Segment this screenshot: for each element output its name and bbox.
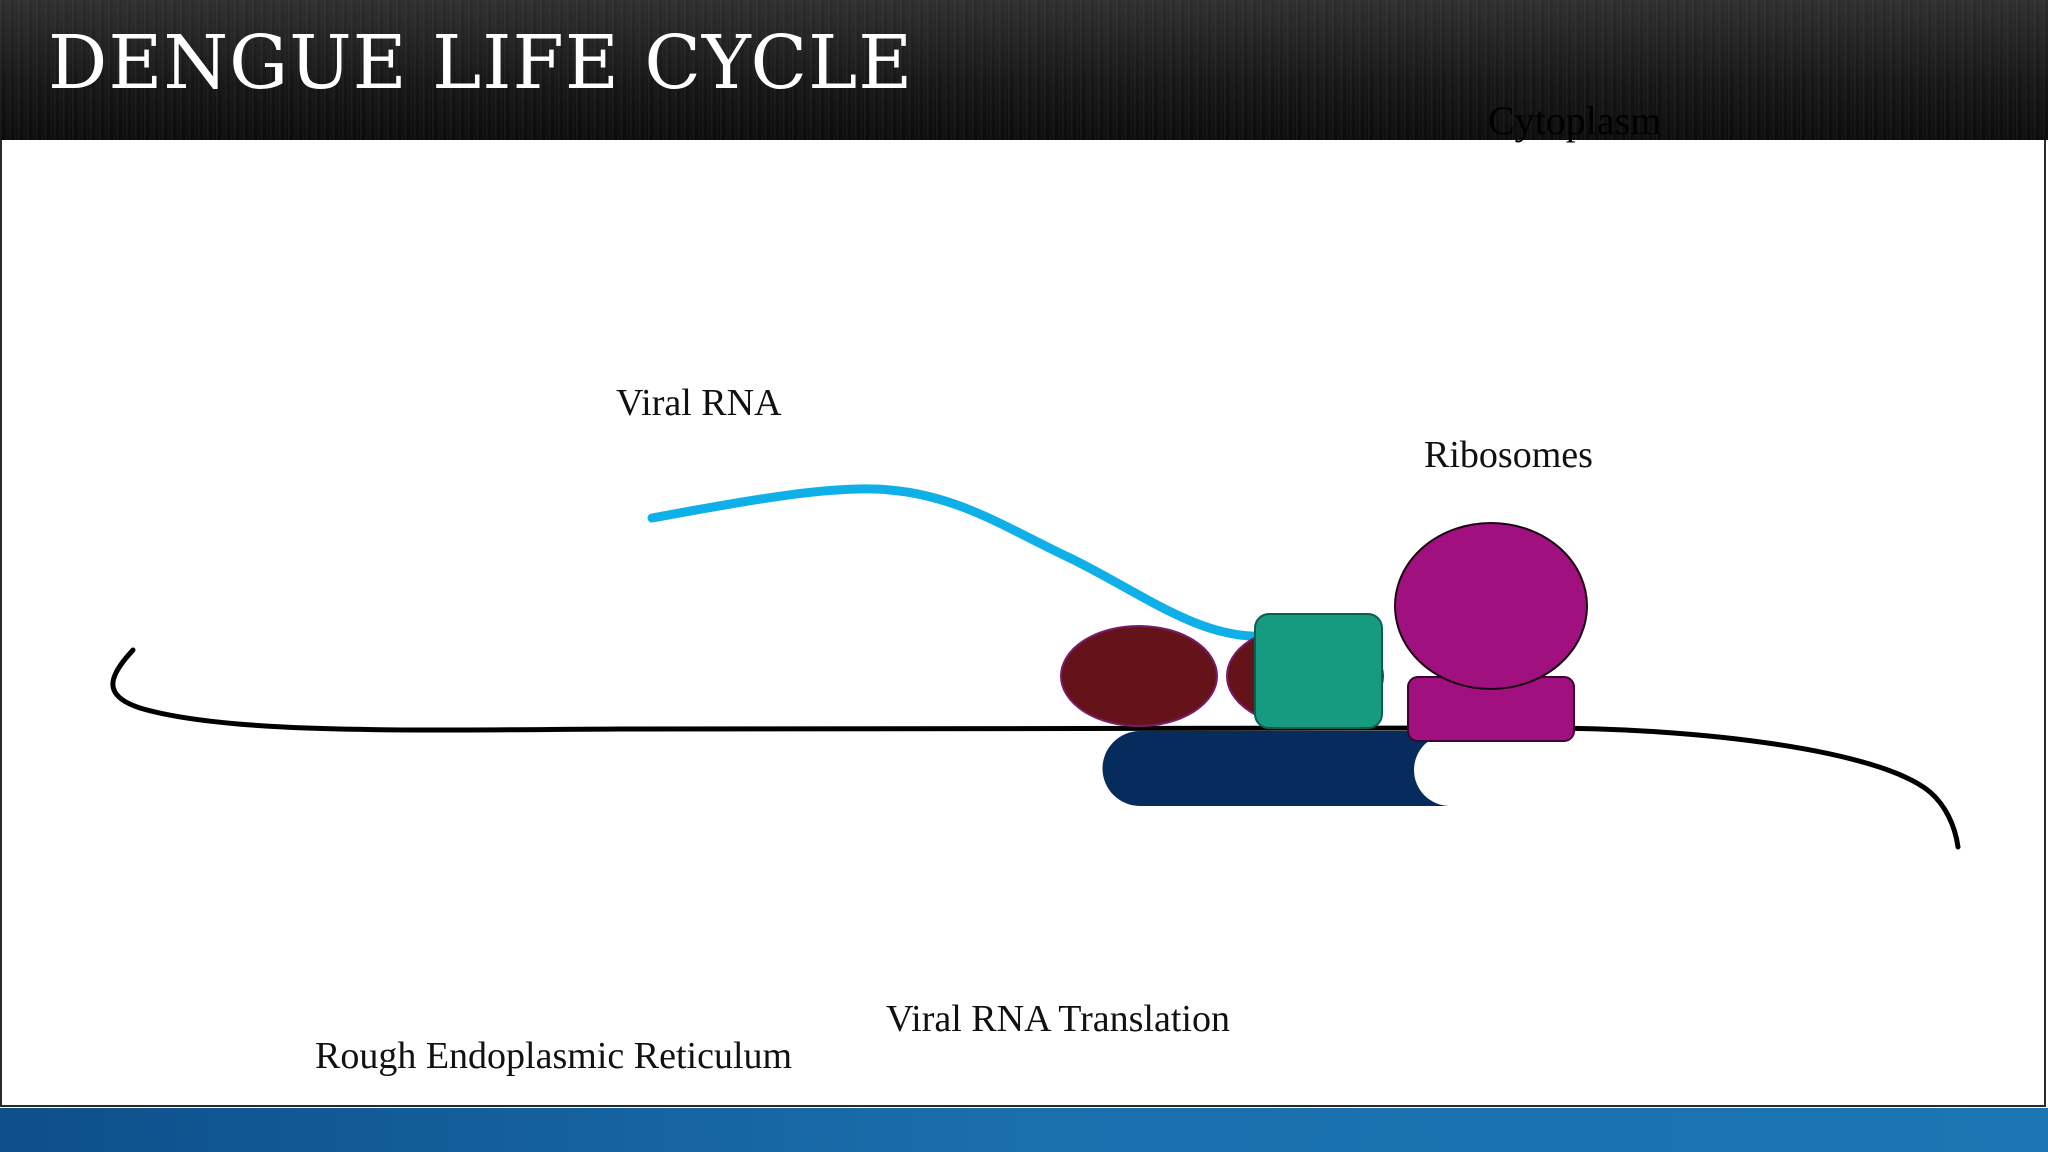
footer-bar <box>0 1108 2048 1152</box>
viral-rna-strand <box>647 484 1270 641</box>
label-viral-rna-translation: Viral RNA Translation <box>886 998 1230 1040</box>
protein-teal <box>1254 613 1383 729</box>
label-rough-endoplasmic-reticulum: Rough Endoplasmic Reticulum <box>315 1035 793 1077</box>
label-ribosomes: Ribosomes <box>1424 434 1593 476</box>
er-channel-left <box>1102 731 1320 806</box>
title-bar: DENGUE LIFE CYCLE <box>0 0 2048 140</box>
ribosome-large-subunit <box>1394 522 1588 690</box>
label-viral-rna: Viral RNA <box>616 382 782 424</box>
slide-title: DENGUE LIFE CYCLE <box>48 20 914 106</box>
er-membrane-line <box>110 647 1961 850</box>
er-channel-right <box>1282 731 1448 806</box>
protein-dark-red-1 <box>1060 625 1218 727</box>
label-cytoplasm: Cytoplasm <box>1488 98 1662 143</box>
er-channel-opening <box>1414 734 1585 806</box>
